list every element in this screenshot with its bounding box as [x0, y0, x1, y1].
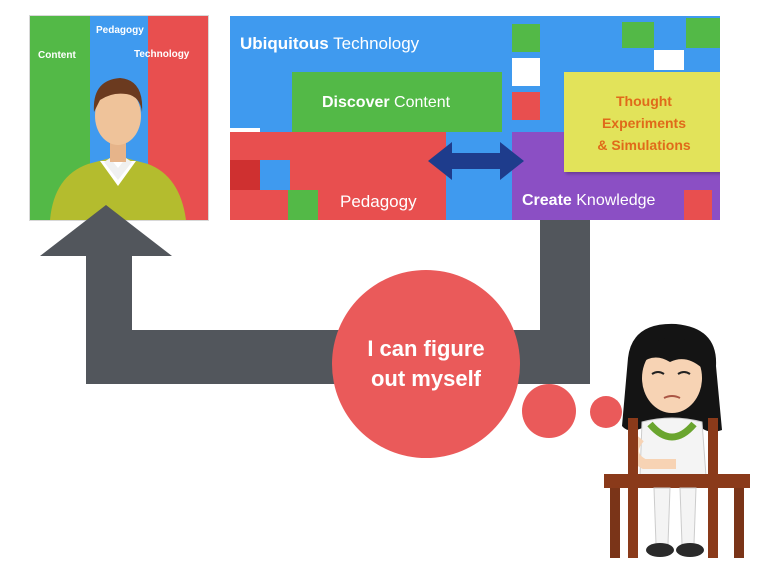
thought-bubble-text: I can figure out myself [367, 336, 485, 391]
deco-square [654, 50, 684, 70]
deco-square [512, 92, 540, 120]
bubble-dot-large [522, 384, 576, 438]
pedagogy-box: Pedagogy [230, 132, 446, 220]
technology-panel: Ubiquitous Technology Discover Content P… [230, 16, 720, 220]
bubble-dot-small [590, 396, 622, 428]
double-arrow-icon [428, 142, 524, 180]
discover-content-box: Discover Content [292, 72, 502, 132]
pedagogy-label: Pedagogy [96, 25, 144, 36]
thought-experiments-label: Thought Experiments & Simulations [597, 93, 691, 153]
student-illustration [604, 323, 750, 558]
content-label: Content [38, 50, 76, 61]
teacher-illustration [50, 78, 186, 220]
deco-square [512, 58, 540, 86]
deco-square [622, 22, 654, 48]
create-knowledge-label: Create Knowledge [522, 192, 656, 209]
discover-content-label: Discover Content [322, 94, 451, 111]
technology-label: Technology [134, 49, 190, 60]
teacher-panel: Content Pedagogy Technology [30, 16, 208, 220]
thought-bubble: I can figure out myself [332, 270, 520, 458]
pedagogy-label: Pedagogy [340, 192, 417, 211]
deco-square [686, 18, 720, 48]
thought-experiments-box: Thought Experiments & Simulations [564, 72, 720, 172]
deco-square [512, 24, 540, 52]
ubiquitous-technology-title: Ubiquitous Technology [240, 34, 420, 53]
